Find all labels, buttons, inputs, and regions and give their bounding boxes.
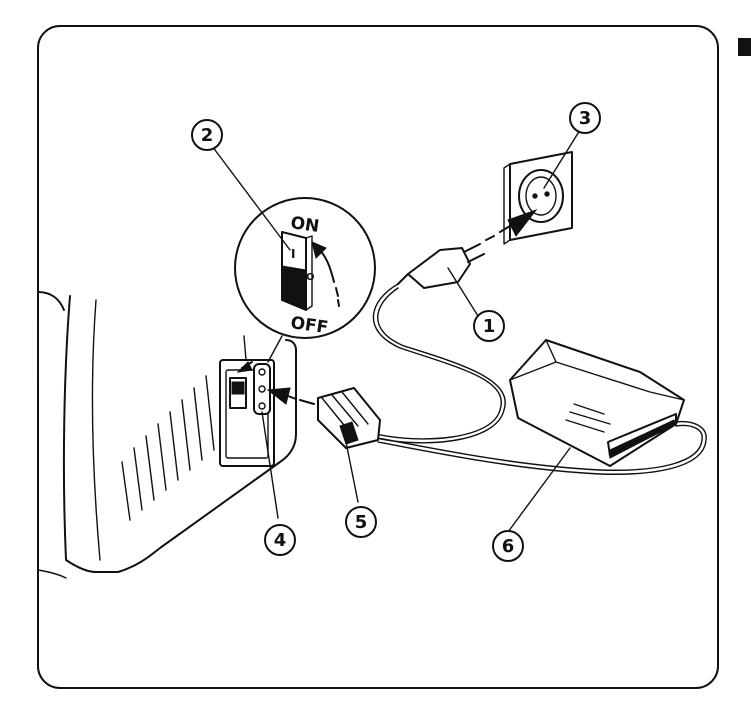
vent-slots — [122, 376, 214, 520]
edge-tab — [738, 38, 751, 56]
mains-plug — [398, 244, 484, 288]
callout-2-number: 2 — [201, 125, 214, 146]
callout-1: 1 — [474, 311, 504, 341]
switch-on-label: ON — [289, 213, 320, 237]
machine-body — [38, 292, 296, 578]
switch-magnifier: ON OFF I O — [235, 198, 375, 362]
foot-controller — [378, 340, 706, 474]
machine-plug — [318, 388, 380, 448]
callout-1-number: 1 — [483, 316, 496, 337]
callout-6: 6 — [493, 531, 523, 561]
switch-on-mark: I — [291, 247, 295, 261]
callout-5-number: 5 — [355, 512, 368, 533]
power-cord — [373, 284, 505, 443]
diagram-frame — [38, 26, 718, 688]
callout-3-number: 3 — [579, 108, 592, 129]
callout-2: 2 — [192, 120, 222, 150]
callout-4-number: 4 — [274, 530, 287, 551]
callout-6-number: 6 — [502, 536, 515, 557]
callout-3: 3 — [570, 103, 600, 133]
switch-off-mark: O — [306, 272, 315, 283]
callout-4: 4 — [265, 525, 295, 555]
callout-5: 5 — [346, 507, 376, 537]
